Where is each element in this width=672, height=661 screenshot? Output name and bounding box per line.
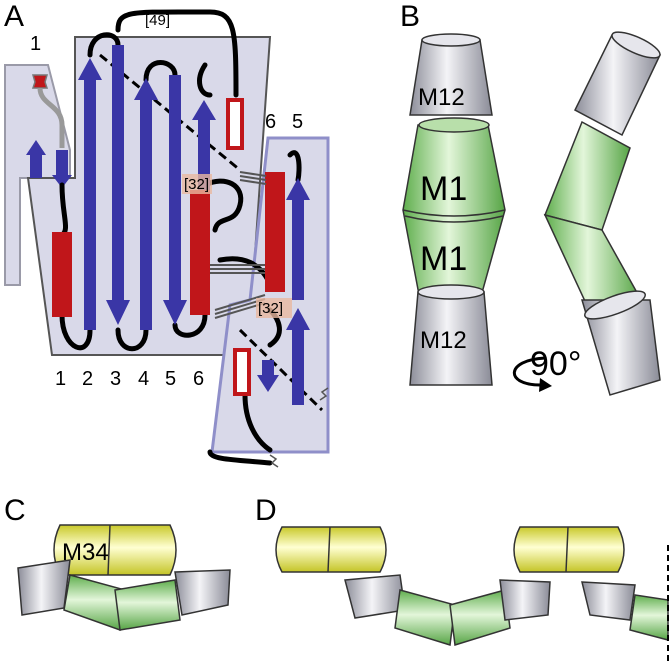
panel-c: C M34 [4,494,231,632]
helix-right [265,172,285,292]
dashed-connector-2 [238,328,324,412]
stack-straight [402,33,506,386]
strand-right-5 [286,178,310,300]
seg-label-lower: M1 [420,240,467,278]
helix-6-large [190,190,210,315]
helix-open-top [226,98,244,150]
right-strand-number-5: 5 [292,111,303,133]
strands [78,45,310,405]
strand-5 [163,75,187,325]
stack-bent [543,31,662,396]
strand-right-low [286,308,310,405]
seg-label-bottom: M12 [420,327,467,354]
seg-top-cap [421,33,481,47]
panel-letter-c: C [4,494,26,527]
strand-4 [134,78,158,330]
d-green-2 [449,589,511,646]
c-label-m34: M34 [62,539,109,566]
gray-linker [37,87,65,148]
seg-label-upper: M1 [420,170,467,208]
hbond-ladders [210,171,267,319]
strand-number-4: 4 [138,368,149,390]
panel-letter-a: A [4,0,24,33]
d-yellow-right [513,526,625,573]
d-gray-1 [344,574,406,619]
strand-number-6: 6 [193,368,204,390]
loop-label-top: [49] [145,12,170,29]
bent-green-upper [543,120,631,231]
bottom-strand-numbers: 1 2 3 4 5 6 [55,368,204,390]
right-strand-number-6: 6 [265,111,276,133]
rotation-label: 90° [530,345,581,383]
panel-d: D [255,494,669,661]
loop-label-lower: [32] [258,300,283,317]
chain-ends [269,387,329,468]
panel-letter-d: D [255,494,277,527]
c-yellow-m34 [53,524,177,576]
d-green-1 [394,589,456,646]
rotation-arrow-icon [512,356,546,387]
helix-label-1: 1 [30,33,41,55]
strand-top-6 [192,100,216,190]
strand-a [26,140,46,178]
loop-label-bg-mid [182,174,212,194]
d-green-3 [629,594,669,641]
panel-a: A 1 [4,0,330,468]
d-gray-3 [581,581,636,621]
strand-3 [106,45,130,325]
seg-label-top: M12 [418,84,465,111]
strand-number-5: 5 [165,368,176,390]
c-green-right [114,579,181,631]
right-strand-numbers: 6 5 [265,111,303,133]
strand-b [52,150,72,188]
helix-1-small [31,74,49,89]
rotation-arrowhead-icon [539,378,552,392]
loop-label-middle: [32] [184,176,209,193]
loops [59,9,302,466]
d-gray-2 [499,579,551,621]
helix-open-bottom [233,348,251,396]
loop-label-bg-low [256,298,292,318]
strand-2 [78,58,102,330]
strand-number-1: 1 [55,368,66,390]
strand-number-2: 2 [82,368,93,390]
strand-number-3: 3 [110,368,121,390]
d-yellow-left [275,526,387,573]
panel-letter-b: B [400,0,420,33]
c-gray-right [174,569,231,616]
c-gray-left [17,559,71,616]
panel-b: B M12 M1 M1 M12 90° [400,0,662,396]
helix-1-large [52,232,72,317]
strand-right-small [257,360,279,392]
